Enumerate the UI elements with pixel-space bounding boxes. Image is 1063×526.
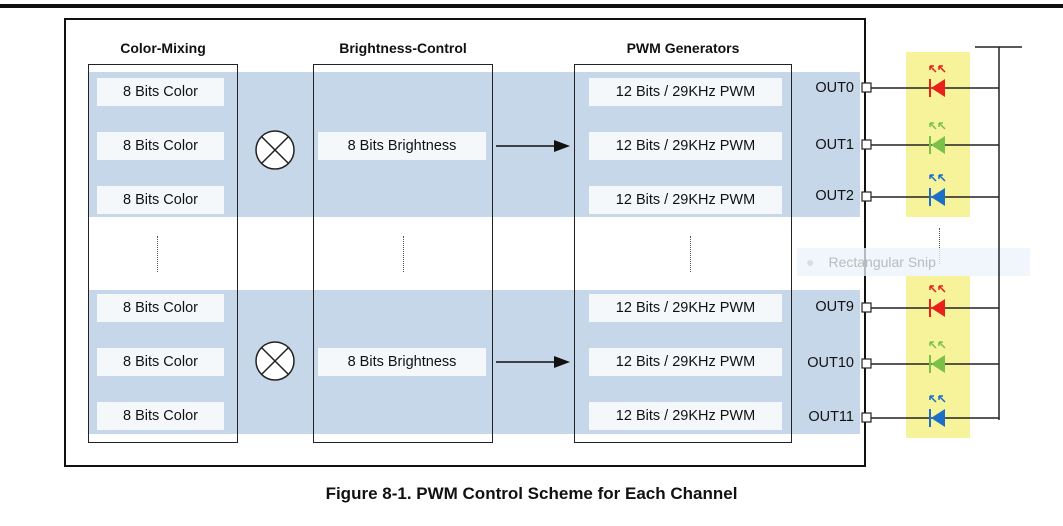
arrow-upper	[496, 140, 570, 152]
top-rule	[0, 4, 1063, 8]
continuation-dots	[403, 236, 404, 272]
color-cell: 8 Bits Color	[97, 294, 224, 322]
continuation-dots	[690, 236, 691, 272]
arrow-lower	[496, 356, 570, 368]
pwm-cell: 12 Bits / 29KHz PWM	[589, 78, 782, 106]
pwm-cell: 12 Bits / 29KHz PWM	[589, 294, 782, 322]
color-cell: 8 Bits Color	[97, 348, 224, 376]
color-cell: 8 Bits Color	[97, 186, 224, 214]
color-cell: 8 Bits Color	[97, 402, 224, 430]
multiply-symbol-lower	[255, 341, 295, 381]
color-mixing-heading: Color-Mixing	[120, 40, 206, 56]
led-highlight-upper	[906, 52, 970, 217]
output-label: OUT0	[815, 80, 854, 96]
output-label: OUT9	[815, 299, 854, 315]
pwm-cell: 12 Bits / 29KHz PWM	[589, 348, 782, 376]
snip-overlay: ● Rectangular Snip	[797, 248, 1030, 276]
pwm-cell: 12 Bits / 29KHz PWM	[589, 132, 782, 160]
output-label: OUT11	[808, 409, 854, 425]
brightness-control-heading: Brightness-Control	[339, 40, 467, 56]
brightness-cell: 8 Bits Brightness	[318, 132, 486, 160]
continuation-dots	[939, 228, 940, 264]
diagram-frame	[64, 18, 866, 467]
output-label: OUT10	[807, 355, 854, 371]
color-mixing-column	[88, 64, 238, 443]
brightness-control-column	[313, 64, 493, 443]
color-cell: 8 Bits Color	[97, 132, 224, 160]
pwm-generators-column	[574, 64, 792, 443]
snip-dot-icon: ●	[806, 254, 815, 270]
pwm-cell: 12 Bits / 29KHz PWM	[589, 186, 782, 214]
output-label: OUT1	[815, 137, 854, 153]
output-label: OUT2	[815, 188, 854, 204]
led-highlight-lower	[906, 276, 970, 438]
pwm-cell: 12 Bits / 29KHz PWM	[589, 402, 782, 430]
figure-caption: Figure 8-1. PWM Control Scheme for Each …	[325, 484, 738, 503]
brightness-cell: 8 Bits Brightness	[318, 348, 486, 376]
snip-label: Rectangular Snip	[828, 254, 936, 270]
pwm-generators-heading: PWM Generators	[626, 40, 740, 56]
continuation-dots	[157, 236, 158, 272]
color-cell: 8 Bits Color	[97, 78, 224, 106]
multiply-symbol-upper	[255, 130, 295, 170]
